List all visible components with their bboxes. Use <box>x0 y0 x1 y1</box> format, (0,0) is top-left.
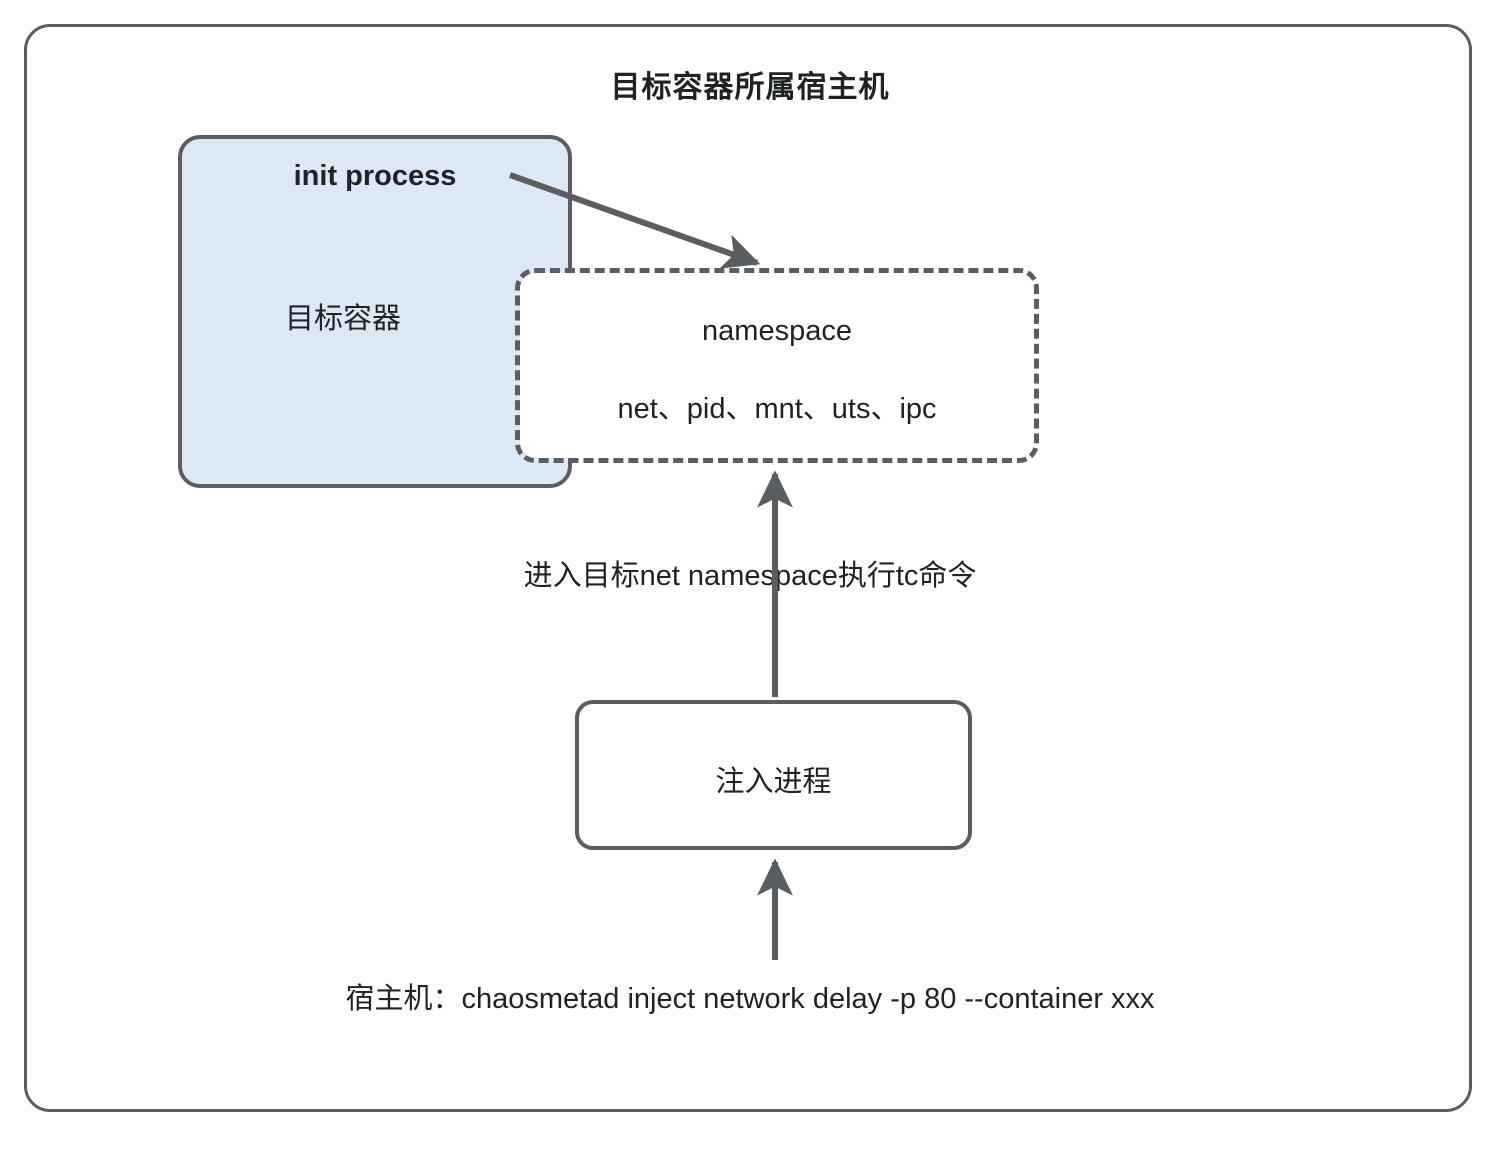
inject-process-label: 注入进程 <box>715 766 832 798</box>
diagram-title: 目标容器所属宿主机 <box>610 71 890 104</box>
namespace-items-label: net、pid、mnt、uts、ipc <box>617 393 937 425</box>
namespace-box-fill <box>520 273 1034 458</box>
host-command-label: 宿主机：chaosmetad inject network delay -p 8… <box>345 983 1155 1015</box>
init-process-label: init process <box>293 160 457 192</box>
enter-namespace-edge-label: 进入目标net namespace执行tc命令 <box>523 560 977 592</box>
inject-process-box <box>575 700 972 850</box>
namespace-box <box>515 268 1039 463</box>
namespace-title: namespace <box>702 315 852 347</box>
target-container-box <box>178 135 572 488</box>
target-container-label: 目标容器 <box>284 303 401 335</box>
